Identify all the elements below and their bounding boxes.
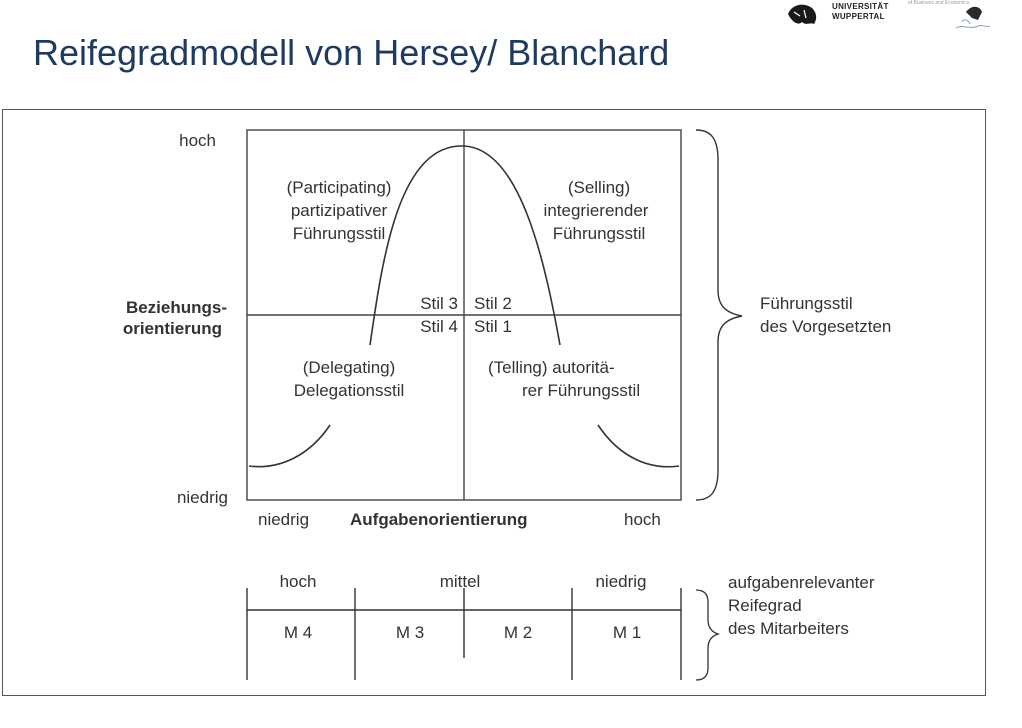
quadrant-bottom-left: (Delegating) Delegationsstil [294,358,405,400]
y-axis-label-line-1: Beziehungs- [126,298,227,317]
quadrant-top-left-line-3: Führungsstil [293,224,386,243]
bell-curve-left-tail [248,424,331,468]
maturity-cell-m2: M 2 [504,623,532,642]
quadrant-top-left-line-1: (Participating) [287,178,392,197]
y-axis-label-line-2: orientierung [123,319,222,338]
y-axis-high: hoch [179,131,216,150]
maturity-scale [246,588,682,680]
quadrant-bottom-left-line-1: (Delegating) [303,358,396,377]
maturity-label-line-1: aufgabenrelevanter [728,573,875,592]
bell-curve-right-tail [597,424,680,468]
quadrant-top-right: (Selling) integrierender Führungsstil [544,178,649,243]
y-axis-low: niedrig [177,488,228,507]
logo-line-1: UNIVERSITÄT [832,2,889,11]
quadrant-top-right-line-3: Führungsstil [553,224,646,243]
quadrant-bottom-left-line-2: Delegationsstil [294,381,405,400]
maturity-high: hoch [280,572,317,591]
bell-curve [369,145,561,346]
quadrant-top-right-line-1: (Selling) [568,178,630,197]
maturity-label-line-2: Reifegrad [728,596,802,615]
maturity-brace [695,589,721,681]
diagram-frame [2,109,986,696]
quadrant-bottom-right: (Telling) autoritä- rer Führungsstil [488,358,640,400]
brace-label-line-2: des Vorgesetzten [760,317,891,336]
style-label-2: Stil 2 [474,294,512,313]
logo-line-2: WUPPERTAL [832,12,885,21]
x-axis-high: hoch [624,510,661,529]
x-axis-label: Aufgabenorientierung [350,510,528,529]
x-axis-low: niedrig [258,510,309,529]
leader-brace [695,129,743,501]
maturity-label-line-3: des Mitarbeiters [728,619,849,638]
lion-emblem-icon [788,4,991,29]
style-label-4: Stil 4 [420,317,458,336]
brace-label-line-1: Führungsstil [760,294,853,313]
style-label-1: Stil 1 [474,317,512,336]
quadrant-bottom-right-line-1: (Telling) autoritä- [488,358,615,377]
page-title: Reifegradmodell von Hersey/ Blanchard [33,32,670,73]
quadrant-top-left: (Participating) partizipativer Führungss… [287,178,392,243]
quadrant-top-right-line-2: integrierender [544,201,649,220]
maturity-mid: mittel [440,572,481,591]
maturity-cell-m4: M 4 [284,623,312,642]
maturity-cell-m1: M 1 [613,623,641,642]
maturity-low: niedrig [595,572,646,591]
logo-faculty: of Business and Economics [908,0,970,6]
quadrant-top-left-line-2: partizipativer [291,201,388,220]
maturity-cell-m3: M 3 [396,623,424,642]
quadrant-bottom-right-line-2: rer Führungsstil [522,381,640,400]
style-label-3: Stil 3 [420,294,458,313]
